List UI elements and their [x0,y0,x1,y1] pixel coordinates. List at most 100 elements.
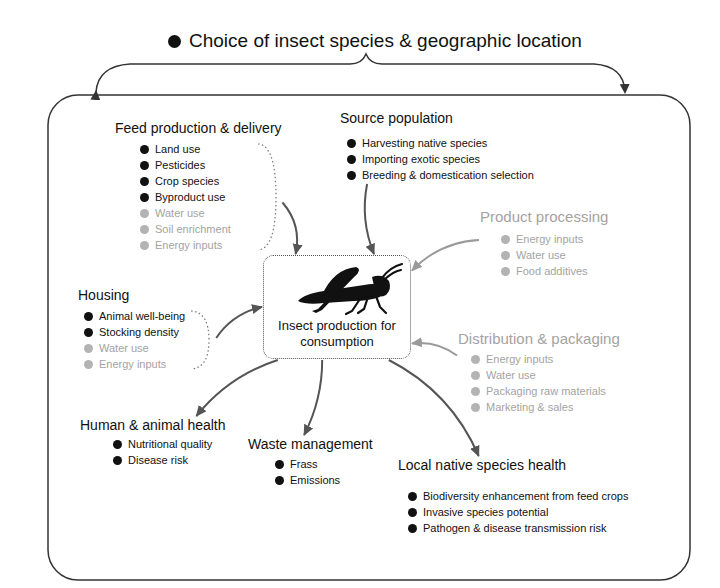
bullet-dot [408,492,417,501]
bullet-dot [471,355,480,364]
bullet-dot [471,371,480,380]
grasshopper-part [376,296,386,313]
factor-group: Waste managementFrassEmissions [248,436,373,488]
grasshopper-part [385,270,401,279]
list-item: Stocking density [84,324,185,340]
item-text: Water use [516,249,566,261]
bullet-dot [140,193,149,202]
top-brace [96,54,625,92]
list-item: Breeding & domestication selection [347,167,534,183]
group-heading: Source population [340,110,534,127]
bullet-dot [140,177,149,186]
list-item: Pesticides [140,157,252,173]
factor-group: Distribution & packagingEnergy inputsWat… [458,330,620,415]
item-text: Pesticides [155,159,205,171]
list-item: Packaging raw materials [471,383,620,399]
list-item: Water use [501,247,608,263]
flow-arrow [389,360,479,456]
title-text: Choice of insect species & geographic lo… [189,30,582,51]
dotted-brace-line [258,144,276,250]
group-heading: Waste management [248,436,373,453]
item-text: Water use [486,369,536,381]
item-text: Soil enrichment [155,223,231,235]
item-text: Packaging raw materials [486,385,606,397]
item-text: Frass [290,458,318,470]
grasshopper-part [346,299,360,314]
item-text: Breeding & domestication selection [362,169,534,181]
list-item: Marketing & sales [471,399,620,415]
item-text: Biodiversity enhancement from feed crops [423,490,628,502]
item-list: FrassEmissions [248,456,373,488]
title-bullet [168,35,181,48]
flow-arrow [304,360,322,435]
bullet-dot [140,161,149,170]
item-text: Land use [155,143,200,155]
bullet-dot [347,171,356,180]
item-text: Harvesting native species [362,137,487,149]
item-text: Water use [155,207,205,219]
list-item: Emissions [275,472,373,488]
bullet-dot [84,344,93,353]
factor-group: Feed production & deliveryLand usePestic… [115,120,282,253]
bullet-dot [84,328,93,337]
flow-arrow [412,343,457,356]
list-item: Energy inputs [84,356,185,372]
dotted-brace [189,308,213,372]
grasshopper-part [312,269,358,313]
list-item: Biodiversity enhancement from feed crops [408,488,628,504]
dotted-brace [256,141,280,253]
item-list: Harvesting native speciesImporting exoti… [340,135,534,183]
list-item: Crop species [140,173,252,189]
item-text: Stocking density [99,326,179,338]
process-box: Insect production for consumption [263,255,411,359]
group-heading: Housing [78,287,215,304]
item-text: Food additives [516,265,588,277]
item-text: Marketing & sales [486,401,573,413]
bullet-dot [113,456,122,465]
list-item: Disease risk [113,452,226,468]
bullet-dot [275,476,284,485]
process-label: Insect production for consumption [270,318,404,350]
group-heading: Human & animal health [80,417,226,434]
flow-arrow [283,203,298,255]
list-item: Invasive species potential [408,504,628,520]
item-text: Crop species [155,175,219,187]
item-list: Animal well-beingStocking densityWater u… [78,308,215,372]
bullet-dot [471,403,480,412]
flow-arrow [412,240,479,271]
item-list: Energy inputsWater useFood additives [480,231,608,279]
list-item: Water use [84,340,185,356]
flow-arrow [196,360,277,416]
bullet-dot [347,139,356,148]
bullet-dot [140,241,149,250]
group-heading: Distribution & packaging [458,330,620,347]
item-text: Nutritional quality [128,438,212,450]
group-heading: Feed production & delivery [115,120,282,137]
list-item: Land use [140,141,252,157]
factor-group: Local native species healthBiodiversity … [398,457,628,536]
item-text: Invasive species potential [423,506,548,518]
grasshopper-part [382,264,402,278]
list-item: Byproduct use [140,189,252,205]
bullet-dot [140,209,149,218]
bullet-dot [275,460,284,469]
bullet-dot [408,524,417,533]
list-item: Water use [140,205,252,221]
grasshopper-part [372,276,390,297]
group-heading: Local native species health [398,457,628,474]
item-text: Energy inputs [486,353,553,365]
bullet-dot [113,440,122,449]
list-item: Energy inputs [471,351,620,367]
item-list: Energy inputsWater usePackaging raw mate… [458,351,620,415]
factor-group: Source populationHarvesting native speci… [340,110,534,183]
item-text: Energy inputs [516,233,583,245]
grasshopper-part [322,267,359,297]
flow-arrow [216,307,262,338]
factor-group: Human & animal healthNutritional quality… [80,417,226,468]
list-item: Pathogen & disease transmission risk [408,520,628,536]
list-item: Food additives [501,263,608,279]
outer-boundary [48,95,690,580]
item-text: Emissions [290,474,340,486]
item-text: Energy inputs [99,358,166,370]
